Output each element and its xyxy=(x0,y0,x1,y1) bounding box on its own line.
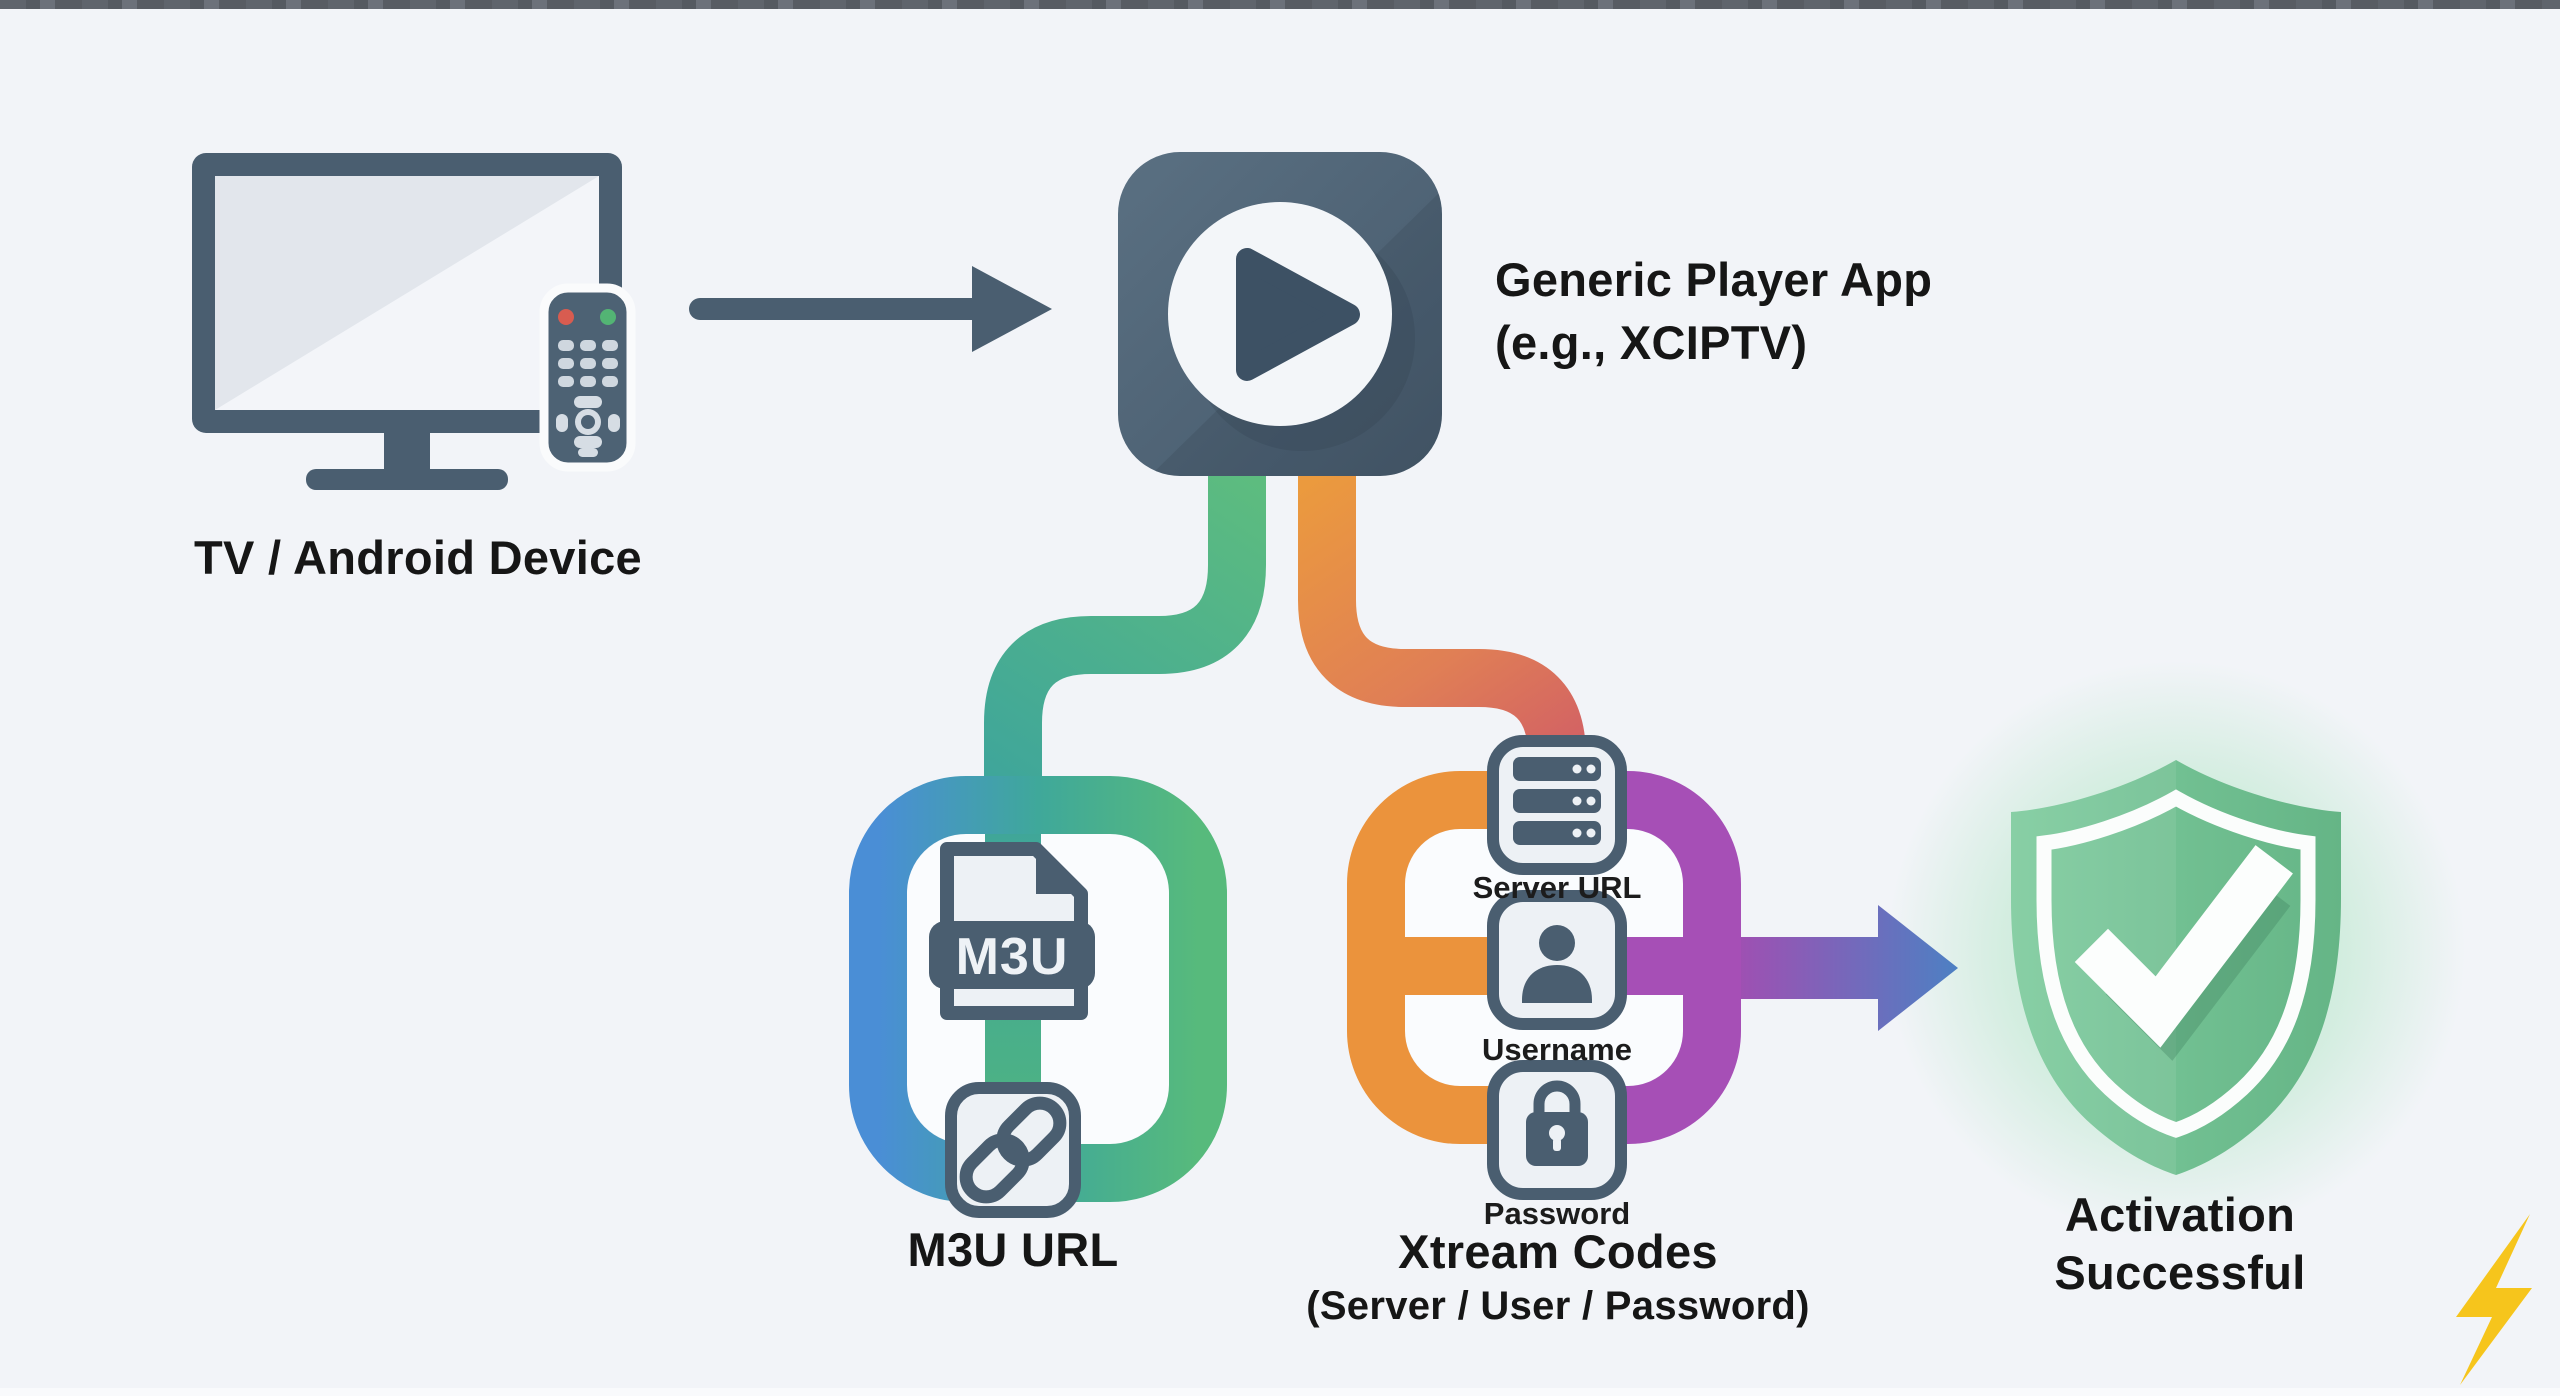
cropped-text-strip xyxy=(0,0,2560,9)
activation-label-line1: Activation xyxy=(2064,1188,2296,1241)
player-app-label-line2: (e.g., XCIPTV) xyxy=(1495,316,1808,369)
m3u-badge xyxy=(929,921,1095,989)
xtream-codes-sublabel: (Server / User / Password) xyxy=(1306,1284,1810,1328)
play-button-app-icon xyxy=(1118,152,1442,476)
bottom-fade-strip xyxy=(0,1388,2560,1396)
tv-base xyxy=(306,469,508,490)
folded-corner xyxy=(1036,849,1081,894)
user-icon xyxy=(1487,890,1627,1030)
lock-icon xyxy=(1487,1060,1627,1200)
m3u-url-label: M3U URL xyxy=(907,1223,1119,1276)
username-label: Username xyxy=(1482,1032,1632,1067)
player-app-label: Generic Player App (e.g., XCIPTV) xyxy=(1495,248,1932,374)
check-mark xyxy=(2074,845,2293,1048)
tv-device-label: TV / Android Device xyxy=(194,531,642,584)
m3u-file-icon: M3U xyxy=(929,842,1095,1020)
activation-label: Activation Successful xyxy=(2054,1186,2305,1302)
player-app-label-line1: Generic Player App xyxy=(1495,253,1933,306)
shield-check-icon xyxy=(2011,760,2341,1175)
shield-inner-outline xyxy=(2036,789,2316,1138)
pipe-xtream xyxy=(1298,470,1586,800)
remote-power-led xyxy=(558,309,574,325)
result-arrow-icon xyxy=(1712,905,1958,1031)
server-url-label: Server URL xyxy=(1472,870,1642,905)
link-icon xyxy=(945,1082,1081,1218)
flow-arrow-icon xyxy=(689,266,1052,352)
tv-remote-icon xyxy=(539,283,636,472)
remote-ok-led xyxy=(600,309,616,325)
server-icon xyxy=(1487,735,1627,875)
tv-with-remote-icon xyxy=(192,153,636,490)
xtream-codes-label: Xtream Codes xyxy=(1398,1225,1718,1278)
pipe-m3u xyxy=(984,470,1266,800)
tv-stand xyxy=(384,433,430,471)
password-label: Password xyxy=(1483,1196,1631,1231)
m3u-badge-text: M3U xyxy=(956,928,1069,986)
activation-label-line2: Successful xyxy=(2054,1246,2306,1299)
lightning-bolt-icon xyxy=(2456,1214,2532,1385)
play-triangle-icon xyxy=(1236,248,1360,381)
